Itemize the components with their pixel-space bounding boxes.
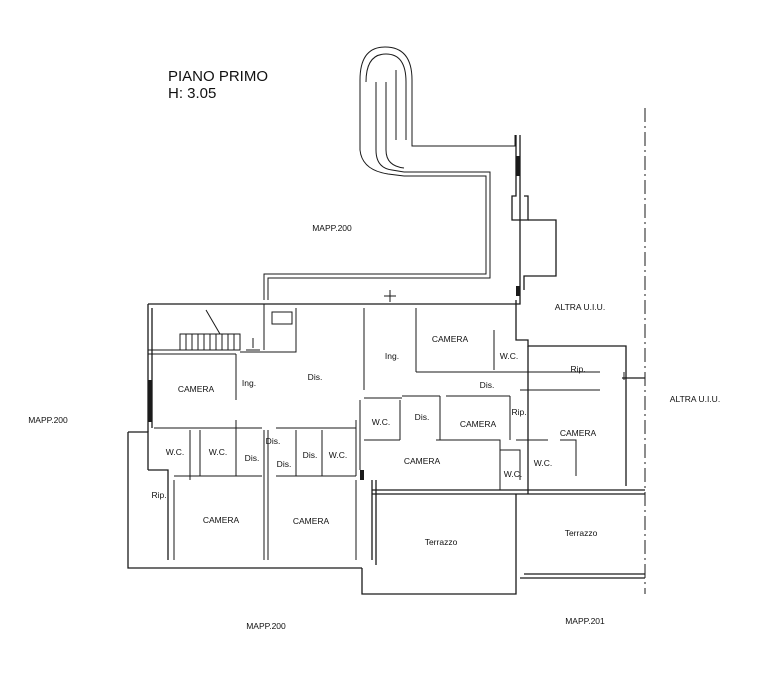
outer-walls	[127, 135, 645, 595]
room-label: Rip.	[570, 364, 586, 374]
room-label: CAMERA	[559, 428, 597, 438]
room-label: Dis.	[276, 459, 292, 469]
room-label: CAMERA	[403, 456, 441, 466]
window-mark	[516, 156, 520, 176]
room-label: W.C.	[328, 450, 348, 460]
room-label: CAMERA	[459, 419, 497, 429]
room-label: Terrazzo	[424, 537, 458, 547]
room-label: Terrazzo	[564, 528, 598, 538]
room-label: CAMERA	[202, 515, 240, 525]
room-label: Dis.	[265, 436, 281, 446]
ceiling-height: H: 3.05	[168, 85, 217, 102]
window-mark	[148, 380, 152, 422]
window-mark	[516, 286, 520, 296]
room-label: W.C.	[371, 417, 391, 427]
room-label: Dis.	[307, 372, 323, 382]
spiral-staircase	[263, 46, 516, 300]
plan-title: PIANO PRIMO	[168, 68, 269, 85]
entrance-arrow	[384, 290, 396, 302]
room-label: W.C.	[165, 447, 185, 457]
room-label: W.C.	[208, 447, 228, 457]
room-label: Dis.	[414, 412, 430, 422]
room-label: CAMERA	[292, 516, 330, 526]
room-label: Ing.	[241, 378, 257, 388]
interior-walls	[148, 304, 625, 560]
room-label: CAMERA	[431, 334, 469, 344]
room-label: Dis.	[244, 453, 260, 463]
neighbor-label: MAPP.201	[565, 616, 605, 626]
room-label: Ing.	[384, 351, 400, 361]
room-label: W.C.	[503, 469, 523, 479]
neighbor-label: MAPP.200	[246, 621, 286, 631]
window-mark	[360, 470, 364, 480]
room-label: W.C.	[533, 458, 553, 468]
room-label: Dis.	[302, 450, 318, 460]
room-label: Rip.	[511, 407, 527, 417]
neighbor-label: MAPP.200	[28, 415, 68, 425]
room-label: W.C.	[499, 351, 519, 361]
neighbor-label: ALTRA U.I.U.	[669, 394, 721, 404]
neighbor-label: ALTRA U.I.U.	[554, 302, 606, 312]
neighbor-label: MAPP.200	[312, 223, 352, 233]
room-label: CAMERA	[177, 384, 215, 394]
room-label: Rip.	[151, 490, 167, 500]
straight-stair	[179, 309, 260, 351]
room-label: Dis.	[479, 380, 495, 390]
